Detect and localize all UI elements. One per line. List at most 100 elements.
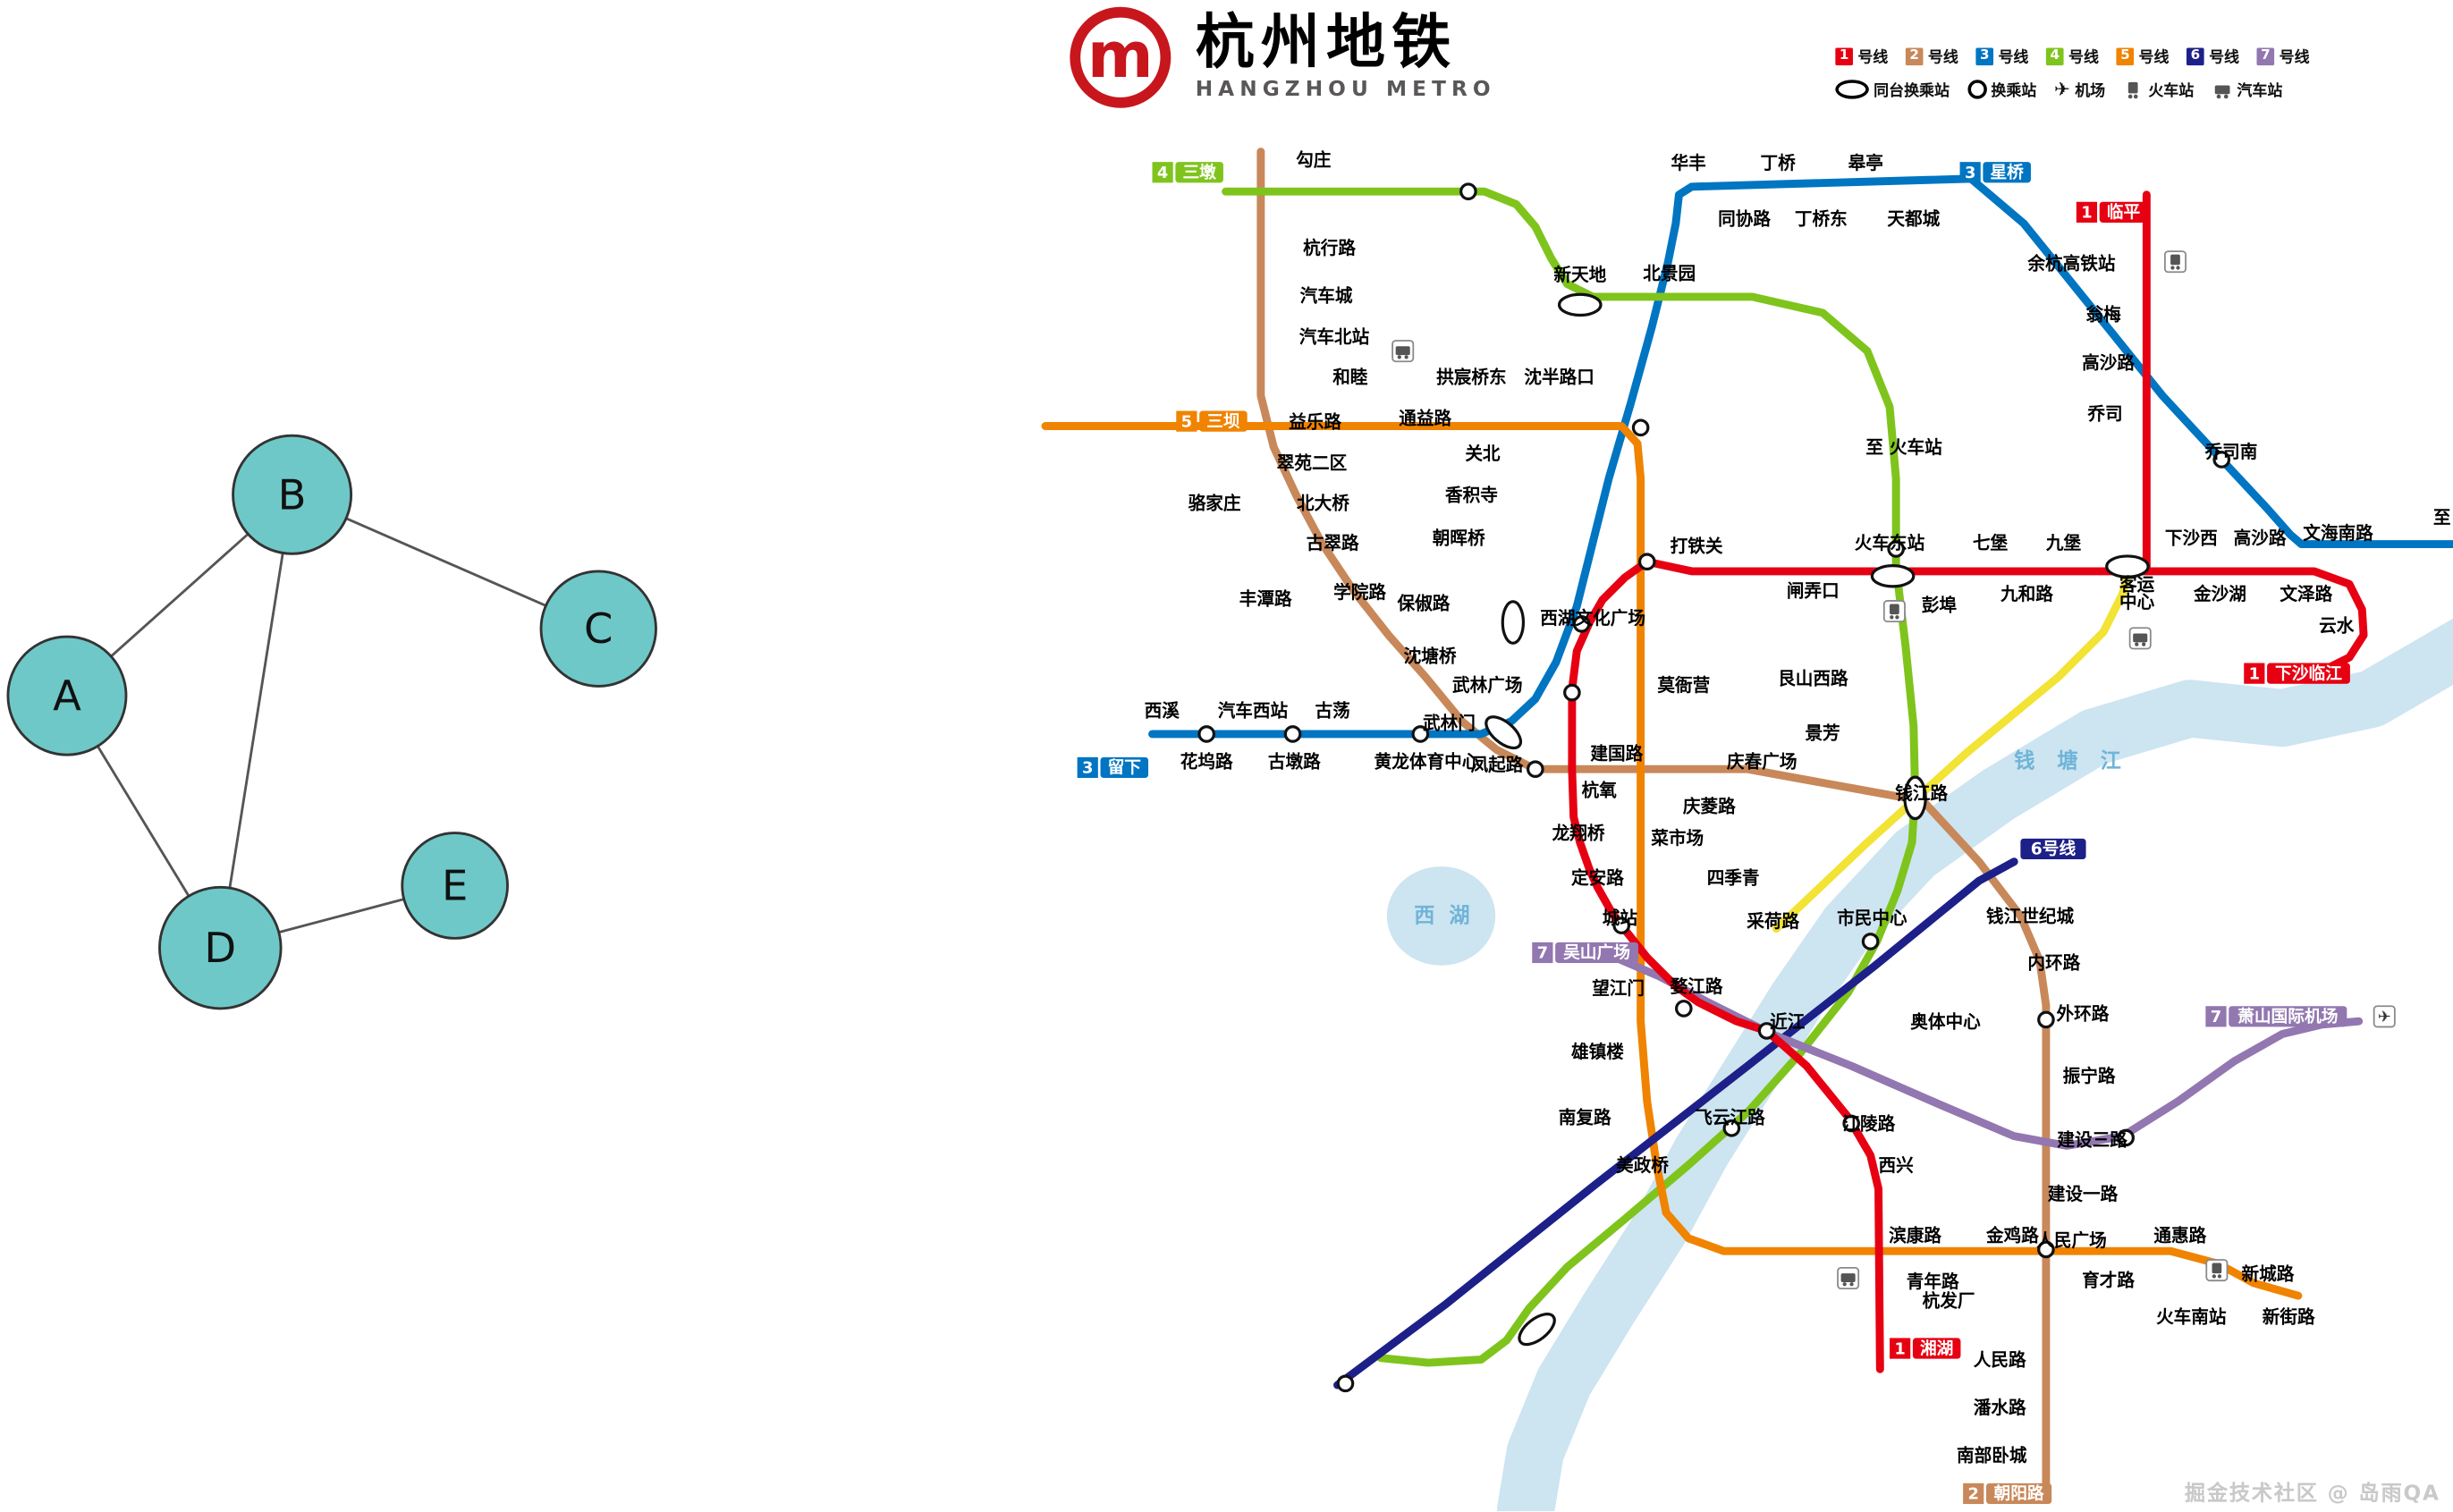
legend-symbol-label: 汽车站 <box>2237 82 2283 101</box>
map-bus-icon <box>1837 1267 1860 1289</box>
station-label: 外环路 <box>2056 1003 2110 1024</box>
legend-ellipse-icon <box>1835 80 1869 99</box>
station-label: 丁桥东 <box>1795 209 1848 230</box>
metro-line3 <box>1148 174 2453 739</box>
station-label: 杭发厂 <box>1923 1291 1975 1312</box>
transfer-marker <box>1563 683 1581 702</box>
terminus-badge: 2 朝阳路 <box>1963 1482 2052 1505</box>
station-label: 潘水路 <box>1974 1398 2026 1418</box>
station-label: 香积寺 <box>1444 485 1498 505</box>
same-platform-transfer-marker <box>1518 1313 1556 1347</box>
station-label: 下沙西 <box>2165 528 2218 549</box>
station-label: 通惠路 <box>2153 1225 2206 1246</box>
bus-wheel <box>2135 642 2139 646</box>
station-label: 高沙路 <box>2082 352 2135 373</box>
transfer-marker <box>1757 1022 1776 1040</box>
station-label: 美政桥 <box>1616 1155 1669 1176</box>
legend-symbol-item: 换乘站 <box>1967 78 2036 100</box>
station-label: 闸弄口 <box>1787 580 1840 601</box>
badge-name: 朝阳路 <box>1994 1484 2044 1504</box>
badge-name-box <box>1175 162 1223 183</box>
same-platform-transfer-marker <box>2105 554 2150 579</box>
train-wheel <box>2217 1274 2222 1279</box>
graph-node-label: B <box>278 470 307 519</box>
station-label: 新城路 <box>2242 1263 2295 1284</box>
station-label: 拱宸桥东 <box>1436 367 1507 387</box>
metro-line1 <box>1568 557 1884 1373</box>
station-label: 和睦 <box>1332 367 1368 387</box>
badge-line-number: 7 <box>2211 1008 2221 1026</box>
station-label: 古墩路 <box>1268 751 1321 772</box>
map-bus-icon <box>2128 627 2152 650</box>
station-label: 云水 <box>2319 616 2355 637</box>
station-label: 景芳 <box>1805 722 1840 743</box>
station-label: 通益路 <box>1399 409 1451 429</box>
station-label: 滨康路 <box>1889 1225 1941 1246</box>
plane-icon-frame <box>2373 1005 2396 1028</box>
station-label: 火车东站 <box>1855 533 1925 553</box>
station-label: 文海南路 <box>2303 523 2373 544</box>
river-label: 钱塘江 <box>2014 748 2144 773</box>
station-label: 菜市场 <box>1650 828 1704 849</box>
west-lake <box>1386 866 1496 966</box>
badge-line-number: 1 <box>2249 664 2260 683</box>
station-label: 沈塘桥 <box>1404 646 1457 667</box>
station-label: 翁梅 <box>2086 305 2122 325</box>
station-label: 学院路 <box>1333 582 1386 603</box>
badge-name: 萧山国际机场 <box>2237 1008 2338 1026</box>
station-label: 乔司 <box>2086 403 2122 424</box>
badge-name: 6号线 <box>2031 840 2077 859</box>
station-label: 振宁路 <box>2063 1066 2116 1086</box>
graph-node-B <box>232 434 353 555</box>
transfer-marker <box>1411 725 1430 743</box>
station-label: 骆家庄 <box>1188 493 1241 513</box>
metro-header: m 杭州地铁 HANGZHOU METRO <box>1066 4 1496 112</box>
badge-line-number-box <box>2244 663 2265 684</box>
badge-name-box <box>2229 1006 2347 1027</box>
transfer-marker <box>2037 1010 2055 1029</box>
bus-wheel <box>2142 642 2146 646</box>
graph-edge <box>218 494 294 949</box>
legend-line-label: 号线 <box>2279 49 2310 67</box>
train-body <box>2212 1263 2222 1274</box>
legend-symbol-item: ✈机场 <box>2054 78 2105 100</box>
map-train-icon <box>2163 250 2187 274</box>
legend-line-number-icon: 7 <box>2256 46 2275 65</box>
badge-line-number: 3 <box>1082 759 1093 778</box>
legend-plane-icon: ✈ <box>2053 78 2070 101</box>
transfer-marker <box>1336 1374 1355 1393</box>
bus-wheel <box>1842 1282 1847 1287</box>
graph-node-label: D <box>204 924 236 972</box>
metro-titles: 杭州地铁 HANGZHOU METRO <box>1196 12 1496 102</box>
station-label: 天都城 <box>1887 209 1940 230</box>
legend-symbol-item: 汽车站 <box>2212 78 2282 100</box>
badge-line-number: 2 <box>1968 1485 1979 1504</box>
station-label: 古翠路 <box>1307 533 1359 553</box>
station-label: 建设三路 <box>2057 1129 2127 1150</box>
station-label: 建国路 <box>1590 743 1643 764</box>
station-label: 杭行路 <box>1303 238 1356 258</box>
legend-symbol-label: 火车站 <box>2148 82 2195 101</box>
bus-body <box>2133 633 2148 643</box>
station-label: 望江门 <box>1592 978 1645 999</box>
metro-line4 <box>1222 187 1920 1367</box>
station-label: 婺江路 <box>1671 976 1723 997</box>
station-label: 勾庄 <box>1296 150 1332 171</box>
transfer-marker <box>1842 1114 1861 1133</box>
station-label: 城站 <box>1603 908 1638 928</box>
badge-name: 留下 <box>1108 758 1142 778</box>
station-label: 汽车城 <box>1300 285 1353 306</box>
station-label: 汽车北站 <box>1299 327 1370 348</box>
station-label: 采荷路 <box>1746 911 1799 932</box>
transfer-marker <box>1572 614 1591 633</box>
station-label: 龙翔桥 <box>1552 824 1605 844</box>
legend-line-number-icon: 4 <box>2046 46 2064 65</box>
legend-line-number-icon: 1 <box>1835 46 1853 65</box>
